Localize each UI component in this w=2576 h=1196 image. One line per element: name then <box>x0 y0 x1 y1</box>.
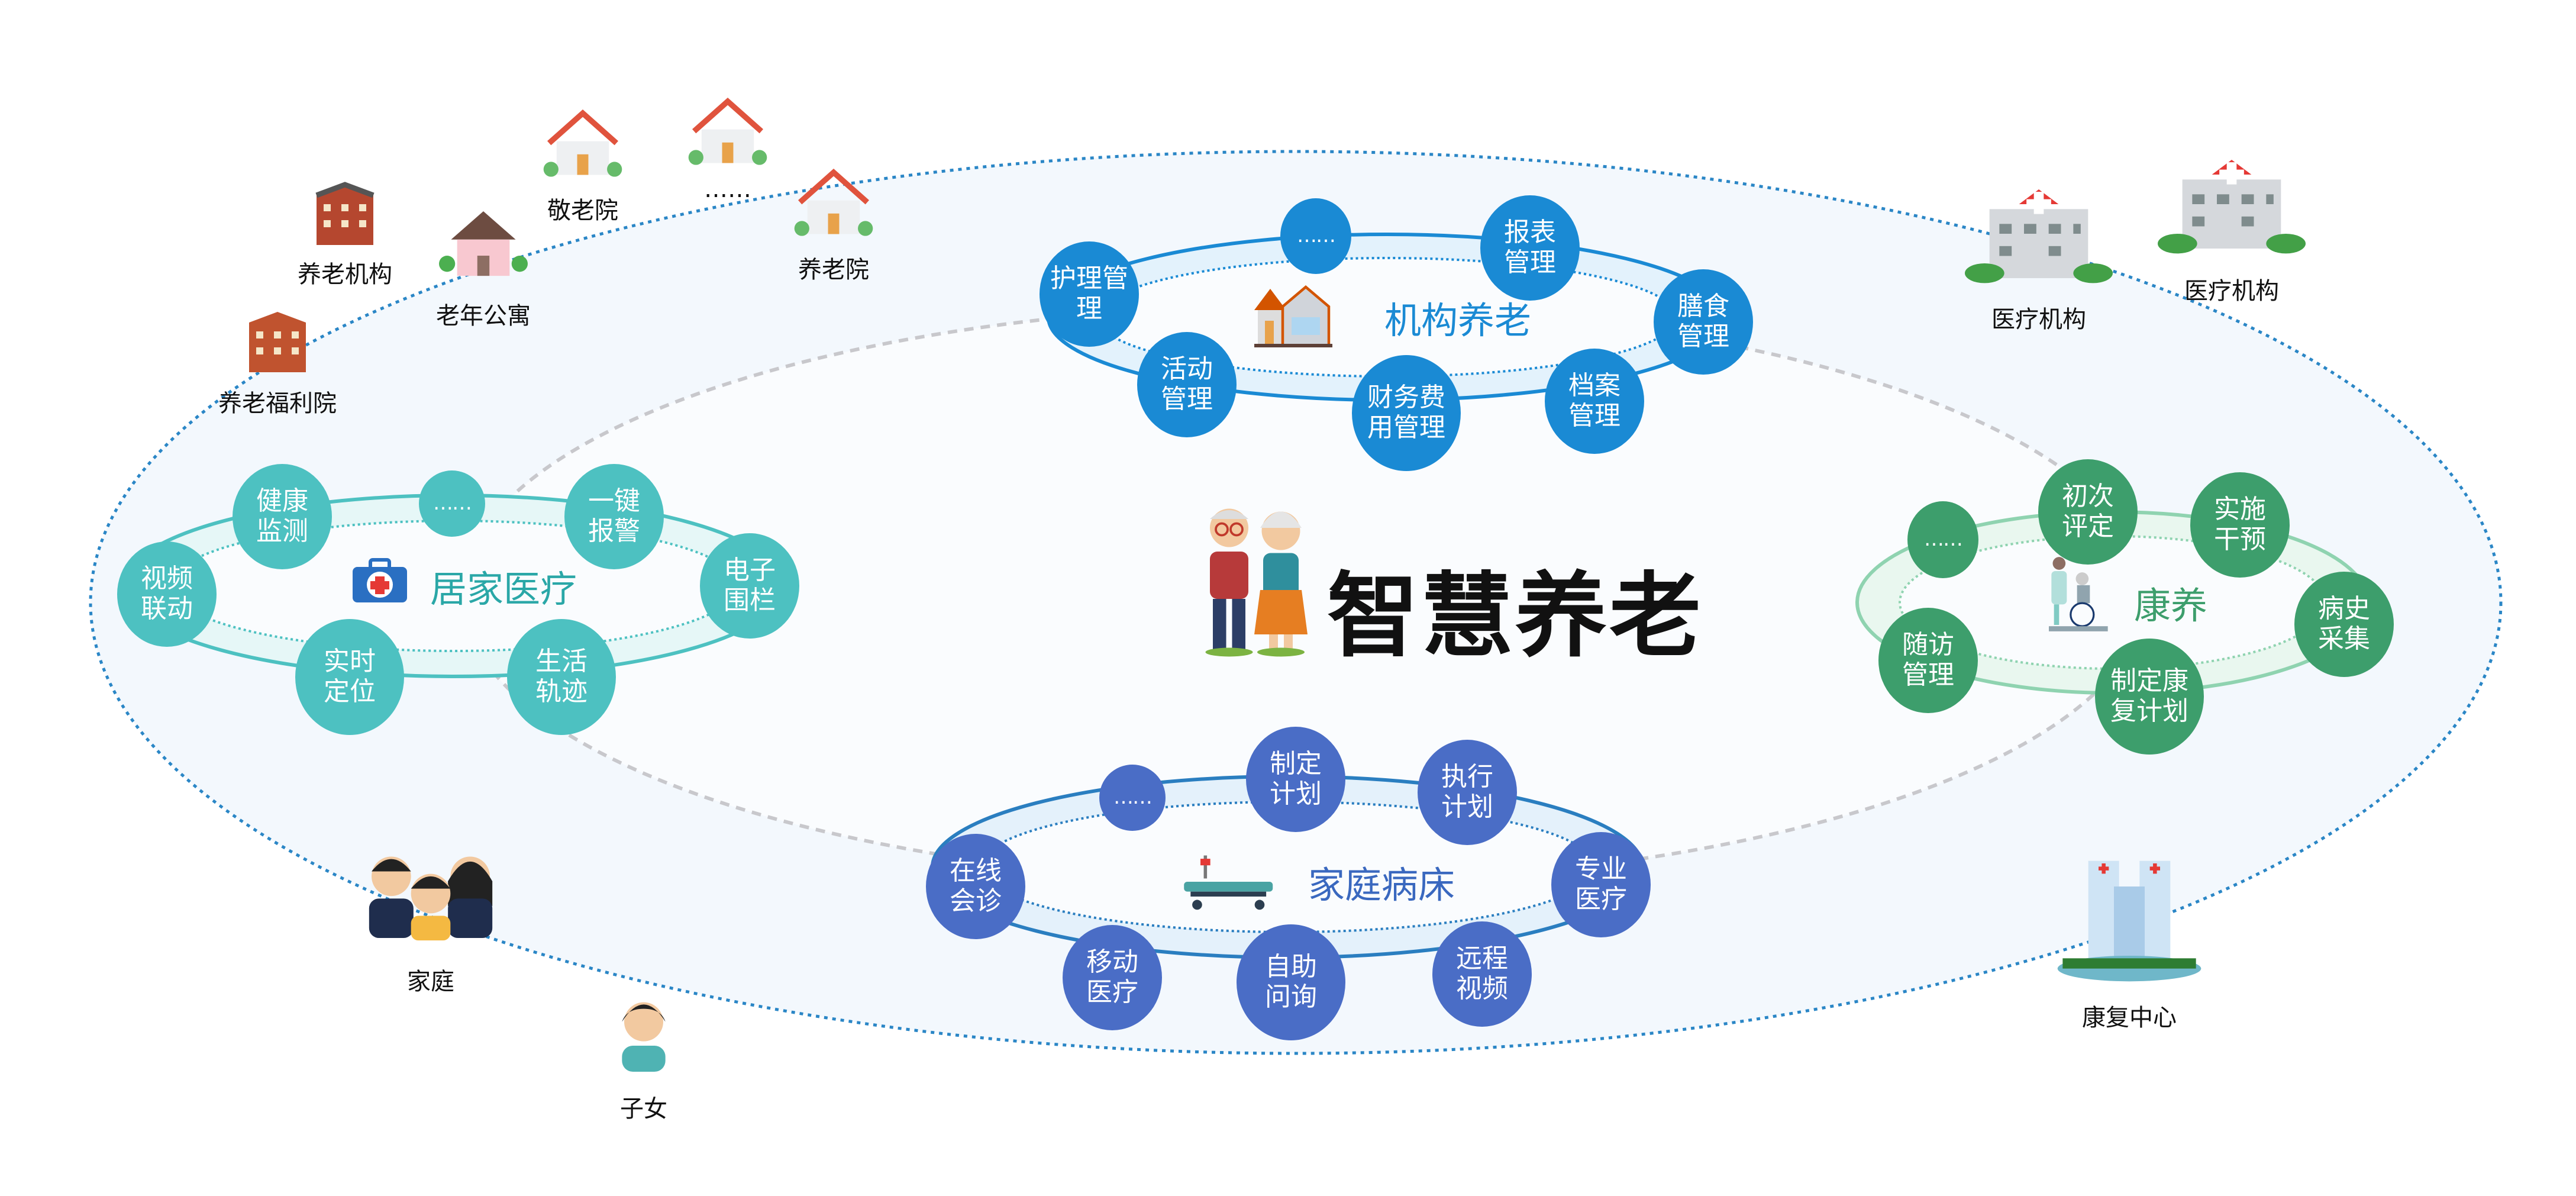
node-online-consult[interactable]: 在线 会诊 <box>926 834 1025 939</box>
house-icon <box>794 169 873 236</box>
node-initial-assessment[interactable]: 初次 评定 <box>2038 459 2138 565</box>
rehab-center-building-icon <box>2057 860 2201 982</box>
hospital-icon <box>2158 160 2306 254</box>
node-real-time-location[interactable]: 实时 定位 <box>295 619 404 735</box>
child-icon <box>622 1002 666 1072</box>
label-senior-apartment: 老年公寓 <box>436 302 531 330</box>
label-medical-institution-2: 医疗机构 <box>2184 278 2279 305</box>
node-report-management[interactable]: 报表 管理 <box>1480 195 1580 301</box>
welfare-home-building-icon <box>249 312 306 372</box>
node-more[interactable]: …… <box>1907 501 1978 578</box>
node-archive-management[interactable]: 档案 管理 <box>1545 349 1644 454</box>
rehab-title: 康养 <box>2133 584 2208 627</box>
house-icon <box>1254 285 1332 347</box>
house-icon <box>543 109 622 177</box>
node-self-inquiry[interactable]: 自助 问询 <box>1237 924 1345 1040</box>
nursing-institution-building-icon <box>315 182 375 245</box>
node-one-key-alarm[interactable]: 一键 报警 <box>564 464 664 569</box>
label-family: 家庭 <box>407 968 454 995</box>
node-activity-management[interactable]: 活动 管理 <box>1137 332 1237 437</box>
hospital-icon <box>1965 189 2113 283</box>
node-life-track[interactable]: 生活 轨迹 <box>507 619 616 735</box>
node-professional-care[interactable]: 专业 医疗 <box>1551 832 1651 937</box>
node-more[interactable]: …… <box>1280 198 1351 274</box>
node-mobile-medical[interactable]: 移动 医疗 <box>1063 925 1162 1030</box>
senior-apartment-icon <box>439 211 528 276</box>
node-video-link[interactable]: 视频 联动 <box>117 541 217 647</box>
node-more[interactable]: …… <box>1099 765 1166 831</box>
label-children: 子女 <box>620 1095 667 1123</box>
label-nursing-institution: 养老机构 <box>298 261 392 288</box>
house-icon <box>688 98 767 165</box>
node-meal-management[interactable]: 膳食 管理 <box>1654 269 1753 375</box>
label-elderly-home: 敬老院 <box>547 197 618 224</box>
wheelchair-caregiver-icon <box>2049 557 2108 631</box>
home-bed-title: 家庭病床 <box>1308 863 1455 907</box>
label-more: …… <box>704 176 751 203</box>
elderly-couple-icon <box>1205 508 1308 657</box>
label-welfare-home: 养老福利院 <box>218 390 337 417</box>
node-geofence[interactable]: 电子 围栏 <box>700 533 799 639</box>
node-finance-management[interactable]: 财务费 用管理 <box>1352 355 1461 471</box>
node-intervention[interactable]: 实施 干预 <box>2190 472 2290 578</box>
institution-title: 机构养老 <box>1384 299 1532 342</box>
node-make-plan[interactable]: 制定 计划 <box>1246 727 1345 832</box>
node-remote-video[interactable]: 远程 视频 <box>1432 921 1532 1027</box>
node-health-monitoring[interactable]: 健康 监测 <box>233 464 332 569</box>
home-medical-title: 居家医疗 <box>430 568 577 611</box>
family-icon <box>369 856 493 941</box>
node-more[interactable]: …… <box>419 470 485 537</box>
hospital-bed-icon <box>1184 855 1273 910</box>
node-execute-plan[interactable]: 执行 计划 <box>1418 740 1517 845</box>
label-nursing-home: 养老院 <box>798 256 869 283</box>
node-medical-history[interactable]: 病史 采集 <box>2294 572 2394 677</box>
label-rehab-center: 康复中心 <box>2082 1004 2177 1031</box>
medical-kit-icon <box>353 558 407 602</box>
node-follow-up[interactable]: 随访 管理 <box>1878 608 1978 713</box>
node-rehab-plan[interactable]: 制定康 复计划 <box>2095 639 2204 755</box>
main-title: 智慧养老 <box>1327 562 1703 670</box>
label-medical-institution: 医疗机构 <box>1991 306 2086 333</box>
node-nursing-management[interactable]: 护理管理 <box>1040 241 1139 347</box>
